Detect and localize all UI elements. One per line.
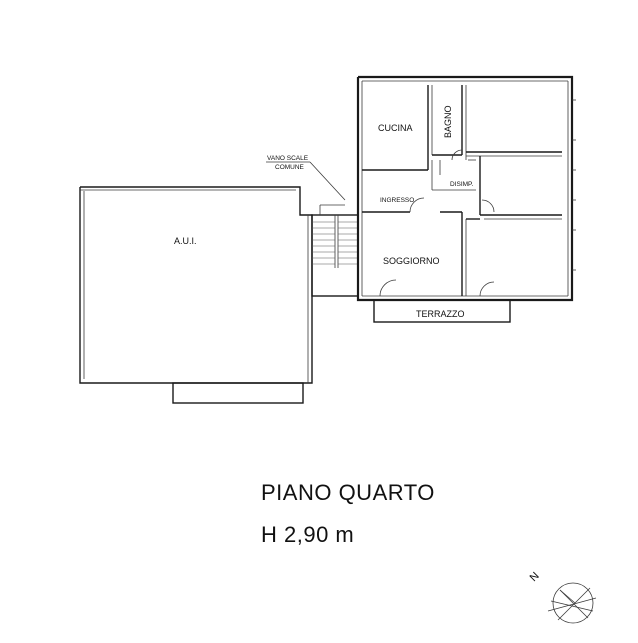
ceiling-height-label: H 2,90 m <box>261 522 355 547</box>
aui-block <box>79 186 358 404</box>
room-label-aui: A.U.I. <box>174 236 197 246</box>
room-label-bagno: BAGNO <box>443 105 453 138</box>
room-label-ingresso: INGRESSO <box>380 197 414 204</box>
room-label-disimpegno: DISIMP. <box>450 181 474 188</box>
compass-rose-icon <box>547 582 597 624</box>
room-label-cucina: CUCINA <box>378 123 413 133</box>
compass-north-label: N <box>528 570 542 584</box>
room-label-terrazzo: TERRAZZO <box>416 309 465 319</box>
vano-scale-callout: VANO SCALE COMUNE <box>266 155 346 201</box>
apartment-walls <box>356 75 576 302</box>
floor-title: PIANO QUARTO <box>261 480 435 505</box>
room-label-soggiorno: SOGGIORNO <box>383 256 440 266</box>
vano-scale-label-line1: VANO SCALE <box>267 155 309 162</box>
staircase <box>311 204 359 297</box>
terrace <box>373 299 511 323</box>
vano-scale-label-line2: COMUNE <box>275 164 305 171</box>
